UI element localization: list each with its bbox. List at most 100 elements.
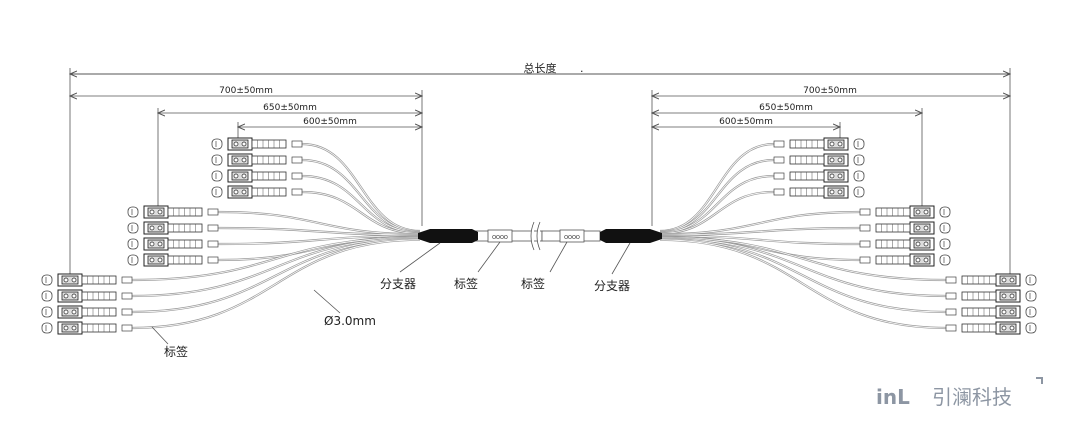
fiber-tag: [207, 224, 219, 232]
left-connector-1-2: [127, 237, 219, 251]
fiber-tag: [291, 140, 303, 148]
dust-cap-icon: [853, 170, 865, 182]
dust-cap-icon: [939, 222, 951, 234]
fiber-tag: [773, 140, 785, 148]
dust-cap-icon: [853, 186, 865, 198]
splitter-left-body: [418, 229, 478, 243]
dust-cap-icon: [1025, 306, 1037, 318]
fiber-tag: [121, 308, 133, 316]
dust-cap-icon: [939, 254, 951, 266]
right-connector-1-2: [859, 237, 951, 251]
dust-cap-icon: [127, 254, 139, 266]
right-connector-1-0: [859, 205, 951, 219]
fiber-tag: [121, 324, 133, 332]
trunk-cable: OOOO OOOO: [471, 221, 601, 251]
fiber-tag: [207, 208, 219, 216]
fiber-tag: [945, 292, 957, 300]
fiber-fanout: [131, 142, 947, 330]
brand-logo: inL 引澜科技: [876, 377, 1043, 409]
connector-boot: [961, 307, 997, 317]
left-dim-600: 600±50mm: [303, 117, 357, 127]
right-connector-2-3: [945, 321, 1037, 335]
right-dimensions: 700±50mm 650±50mm 600±50mm: [652, 86, 1010, 226]
fiber-tag: [945, 308, 957, 316]
connector-boot: [167, 223, 203, 233]
connector-boot: [81, 275, 117, 285]
fiber-tag: [291, 172, 303, 180]
fiber-tag: [773, 156, 785, 164]
fiber-tag: [945, 324, 957, 332]
connector-boot: [167, 207, 203, 217]
right-dim-700: 700±50mm: [803, 86, 857, 96]
right-connector-2-1: [945, 289, 1037, 303]
dust-cap-icon: [853, 154, 865, 166]
right-connector-1-1: [859, 221, 951, 235]
right-dim-650: 650±50mm: [759, 103, 813, 113]
fiber-tag: [859, 240, 871, 248]
right-connector-0-1: [773, 153, 865, 167]
fiber-tag: [121, 292, 133, 300]
svg-text:OOOO: OOOO: [564, 235, 580, 241]
left-connector-0-1: [211, 153, 303, 167]
connector-boot: [251, 139, 287, 149]
fiber-tag: [773, 188, 785, 196]
fiber-tag: [773, 172, 785, 180]
fiber-tag: [291, 156, 303, 164]
label-splitter-right: 分支器: [594, 279, 630, 293]
left-connector-2-0: [41, 273, 133, 287]
connector-boot: [81, 291, 117, 301]
connector-groups: [41, 137, 1037, 335]
dust-cap-icon: [211, 138, 223, 150]
dust-cap-icon: [1025, 274, 1037, 286]
connector-boot: [875, 207, 911, 217]
dust-cap-icon: [127, 238, 139, 250]
brand-name: 引澜科技: [932, 385, 1012, 409]
callouts: 分支器 标签 标签 分支器 Ø3.0mm 标签: [151, 241, 631, 359]
connector-boot: [251, 155, 287, 165]
connector-boot: [875, 239, 911, 249]
left-dimensions: 700±50mm 650±50mm 600±50mm: [70, 86, 422, 226]
fiber-tag: [859, 224, 871, 232]
connector-boot: [789, 155, 825, 165]
connector-boot: [961, 323, 997, 333]
dust-cap-icon: [1025, 290, 1037, 302]
right-connector-0-3: [773, 185, 865, 199]
total-length-label: 总长度: [524, 61, 557, 75]
label-tag-left: 标签: [454, 276, 478, 291]
connector-boot: [875, 223, 911, 233]
connector-boot: [251, 171, 287, 181]
left-connector-1-3: [127, 253, 219, 267]
connector-boot: [167, 255, 203, 265]
splitter-right-body: [600, 229, 662, 243]
left-dim-700: 700±50mm: [219, 86, 273, 96]
dust-cap-icon: [853, 138, 865, 150]
fiber-tag: [859, 208, 871, 216]
left-dim-650: 650±50mm: [263, 103, 317, 113]
dust-cap-icon: [939, 238, 951, 250]
svg-text:OOOO: OOOO: [492, 235, 508, 241]
right-connector-0-2: [773, 169, 865, 183]
fiber-tag: [207, 256, 219, 264]
fiber-tag: [121, 276, 133, 284]
label-splitter-left: 分支器: [380, 277, 416, 291]
left-connector-2-3: [41, 321, 133, 335]
connector-boot: [251, 187, 287, 197]
brand-logo-mark: inL: [876, 385, 910, 409]
fiber-tag: [859, 256, 871, 264]
connector-boot: [789, 139, 825, 149]
left-connector-0-2: [211, 169, 303, 183]
dust-cap-icon: [211, 170, 223, 182]
dust-cap-icon: [211, 186, 223, 198]
right-connector-2-0: [945, 273, 1037, 287]
connector-boot: [961, 291, 997, 301]
label-tag-bottom: 标签: [164, 344, 188, 359]
left-connector-2-2: [41, 305, 133, 319]
connector-boot: [789, 187, 825, 197]
total-length-dot: .: [580, 62, 584, 75]
connector-boot: [81, 307, 117, 317]
connector-boot: [167, 239, 203, 249]
left-connector-0-0: [211, 137, 303, 151]
connector-boot: [81, 323, 117, 333]
